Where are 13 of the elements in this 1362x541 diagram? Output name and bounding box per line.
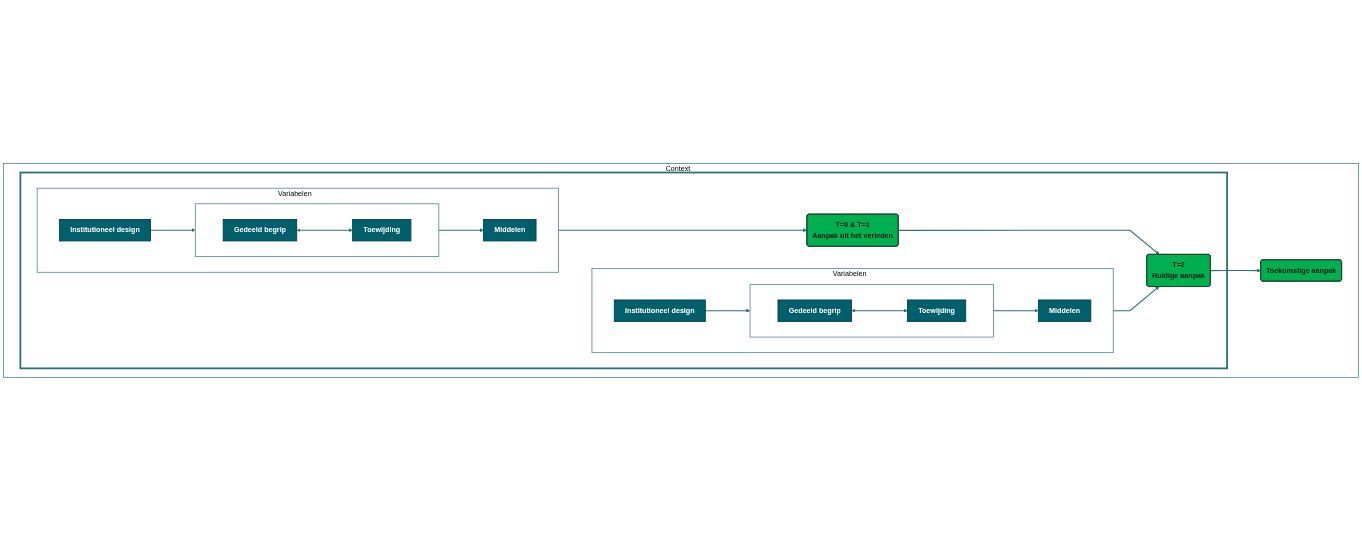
cluster [194, 203, 440, 257]
arrow [1112, 286, 1160, 312]
arrow [438, 228, 484, 233]
arrow [149, 228, 196, 233]
arrow [1210, 268, 1262, 273]
cluster [749, 284, 994, 338]
arrow [557, 228, 808, 233]
arrow [897, 229, 1160, 255]
cluster [19, 171, 1228, 370]
arrow [993, 308, 1039, 313]
arrow [296, 228, 353, 233]
arrow [704, 308, 751, 313]
arrow [851, 308, 908, 313]
